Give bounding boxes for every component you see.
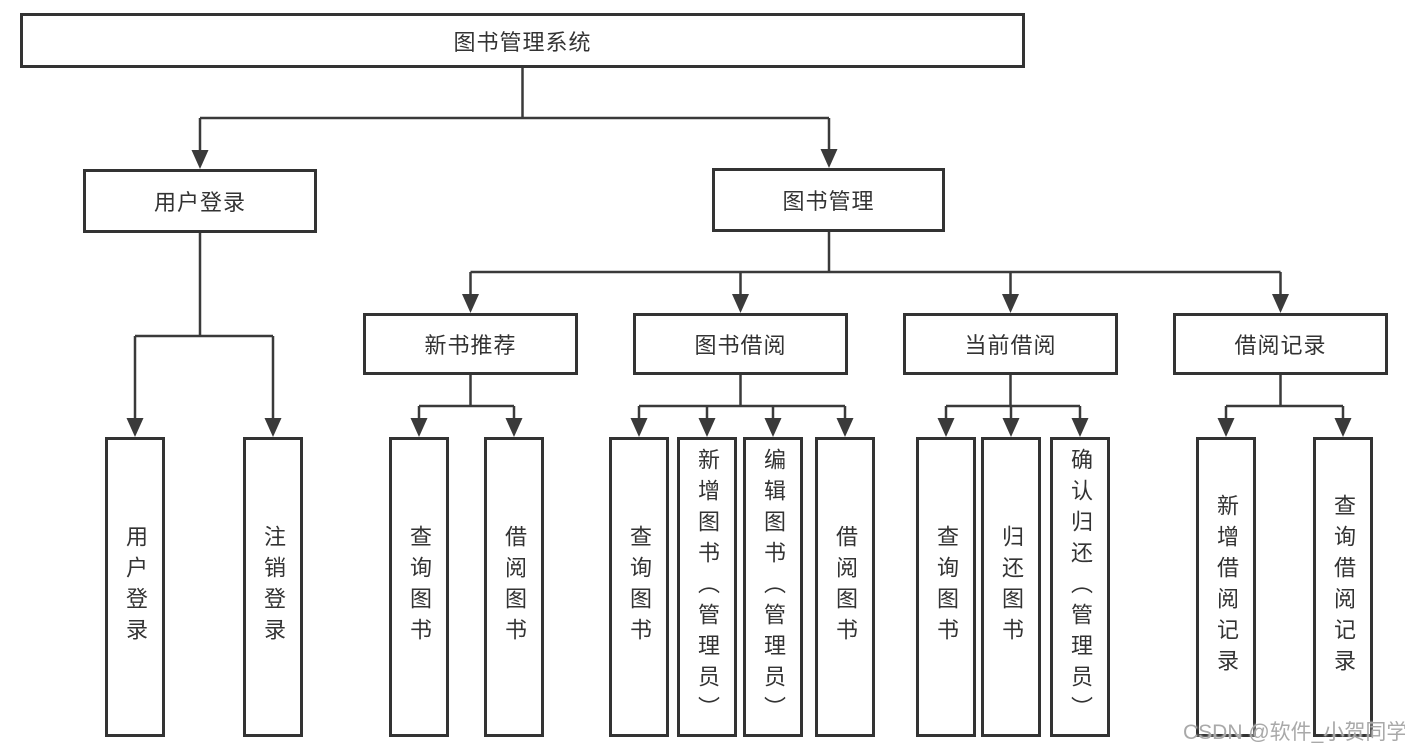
leaf-logout: 注销登录	[243, 437, 303, 737]
leaf-query-books-borrow: 查询图书	[609, 437, 669, 737]
leaf-edit-book-admin: 编辑图书（管理员）	[743, 437, 803, 737]
leaf-query-borrow-record: 查询借阅记录	[1313, 437, 1373, 737]
leaf-user-login: 用户登录	[105, 437, 165, 737]
arrow-down-icon	[1272, 294, 1289, 313]
arrow-down-icon	[764, 418, 782, 437]
leaf-borrow-books-borrow: 借阅图书	[815, 437, 875, 737]
watermark: CSDN @软件_小贺同学	[1183, 721, 1405, 744]
node-book-management: 图书管理	[712, 168, 945, 232]
connector-book-borrow-branch	[637, 375, 847, 420]
arrow-down-icon	[698, 418, 716, 437]
arrow-down-icon	[191, 150, 209, 169]
connector-current-borrow-branch	[944, 375, 1082, 420]
arrow-down-icon	[505, 418, 523, 437]
leaf-query-books-recommend: 查询图书	[389, 437, 449, 737]
node-current-borrow: 当前借阅	[903, 313, 1118, 375]
node-borrow-records: 借阅记录	[1173, 313, 1388, 375]
arrow-down-icon	[820, 149, 838, 168]
leaf-return-book: 归还图书	[981, 437, 1041, 737]
leaf-add-borrow-record: 新增借阅记录	[1196, 437, 1256, 737]
node-system-root: 图书管理系统	[20, 13, 1025, 68]
arrow-down-icon	[264, 418, 282, 437]
leaf-add-book-admin: 新增图书（管理员）	[677, 437, 737, 737]
leaf-query-books-current: 查询图书	[916, 437, 976, 737]
leaf-borrow-books-recommend: 借阅图书	[484, 437, 544, 737]
node-book-borrow: 图书借阅	[633, 313, 848, 375]
connector-root	[198, 68, 831, 151]
arrow-down-icon	[1334, 418, 1352, 437]
arrow-down-icon	[836, 418, 854, 437]
arrow-down-icon	[410, 418, 428, 437]
node-new-book-recommend: 新书推荐	[363, 313, 578, 375]
arrow-down-icon	[937, 418, 955, 437]
arrow-down-icon	[1002, 418, 1020, 437]
arrow-down-icon	[732, 294, 749, 313]
arrow-down-icon	[630, 418, 648, 437]
connector-new-book-recommend-branch	[417, 375, 516, 420]
arrow-down-icon	[1071, 418, 1089, 437]
arrowhead-icons	[126, 149, 1352, 437]
arrow-down-icon	[126, 418, 144, 437]
arrow-down-icon	[462, 294, 479, 313]
leaf-confirm-return-admin: 确认归还（管理员）	[1050, 437, 1110, 737]
connector-user-login-branch	[133, 233, 275, 420]
node-user-login: 用户登录	[83, 169, 317, 233]
arrow-down-icon	[1002, 294, 1019, 313]
arrow-down-icon	[1217, 418, 1235, 437]
connector-borrow-records-branch	[1224, 375, 1345, 420]
connector-book-management-branch	[469, 232, 1282, 296]
